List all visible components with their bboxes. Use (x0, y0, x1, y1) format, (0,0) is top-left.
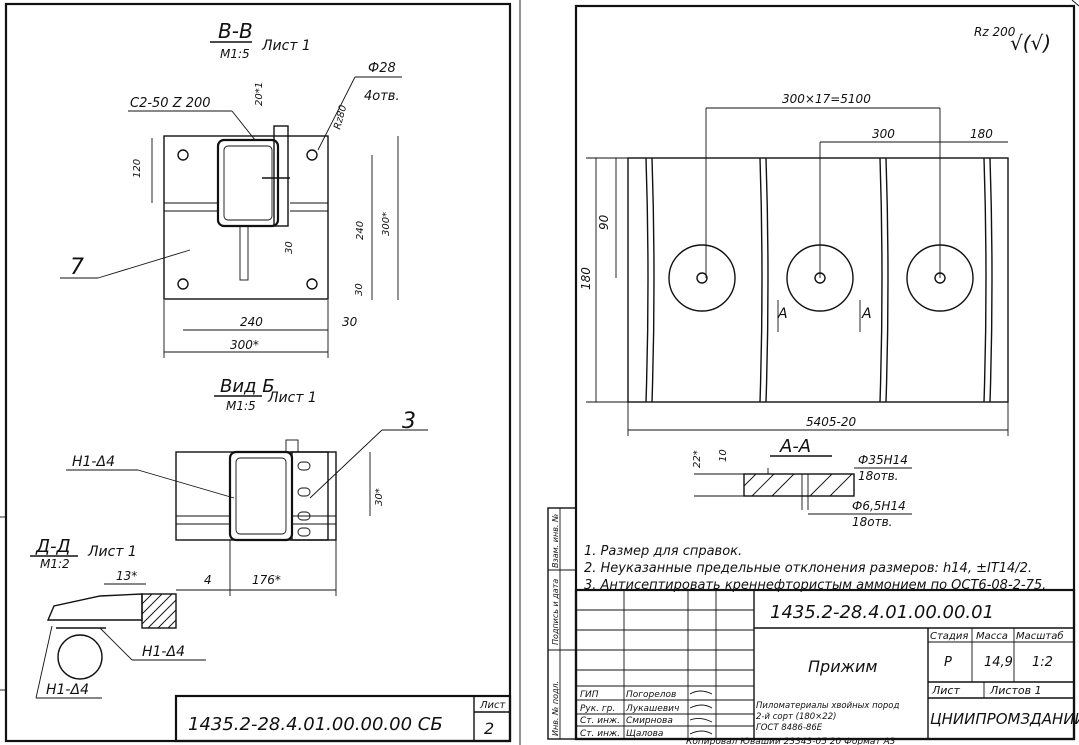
hole-dia-label: Ф28 (368, 61, 396, 76)
section-dd-scale: М1:2 (40, 557, 70, 571)
left-sheet: В-В М1:5 Лист 1 С2-50 Z 200 Ф28 4отв. Rz… (0, 2, 512, 743)
view-b-sheet-ref: Лист 1 (267, 390, 317, 406)
person-3: Смирнова (626, 716, 673, 726)
weld-label-1: Н1-Δ4 (72, 454, 115, 470)
right-sheet: Rz 200 √(√) 300×17=5100 300 180 (547, 0, 1079, 745)
scale-value: 1:2 (1032, 655, 1053, 670)
dim-30-a: 30 (284, 241, 295, 254)
weld-label-3: Н1-Δ4 (46, 682, 89, 698)
dim-300-right: 300 (872, 127, 895, 141)
dim-30-horizontal: 30 (342, 315, 358, 329)
footer-line: Копировал Ювашии 23343-05 20 Формат А3 (686, 737, 896, 745)
dim-total: 5405-20 (806, 415, 857, 429)
dim-10: 10 (718, 449, 729, 462)
material-line-1: Пиломатериалы хвойных пород (756, 701, 899, 711)
section-bb-scale: М1:5 (220, 47, 250, 61)
side-label-1: Инв. № подл. (551, 681, 560, 736)
cut-a-right: А (861, 306, 872, 322)
person-4: Щалова (626, 729, 663, 739)
signatures (689, 690, 713, 735)
hole1-dia: Ф35Н14 (858, 453, 908, 467)
col-scale-label: Масштаб (1016, 630, 1064, 642)
right-sheet-frame (574, 4, 1076, 741)
right-roughness: Rz 200 (974, 25, 1016, 39)
dim-pitch: 300×17=5100 (782, 92, 871, 106)
right-stamp (574, 588, 1076, 741)
left-stamp-code: 1435.2-28.4.01.00.00.00 СБ (188, 714, 443, 735)
view-b-scale: М1:5 (226, 399, 256, 413)
col-stage-label: Стадия (930, 631, 968, 642)
bolt-holes (177, 149, 318, 290)
left-stamp-sheet-label: Лист (479, 700, 507, 711)
right-stamp-code: 1435.2-28.4.01.00.00.01 (770, 602, 994, 623)
weld-label-2: Н1-Δ4 (142, 644, 185, 660)
hole-count-label: 4отв. (364, 89, 400, 104)
wood-block (141, 593, 177, 629)
dim-30-b: 30 (354, 283, 365, 296)
dim-22: 22* (692, 450, 703, 468)
stage-value: Р (944, 655, 952, 670)
material-line-2: 2-й сорт (180×22) (756, 712, 836, 722)
section-bb-title: В-В (218, 19, 253, 43)
side-label-2: Подпись и дата (551, 579, 560, 645)
role-4: Ст. инж. (580, 729, 620, 739)
section-dd-title: Д-Д (35, 536, 71, 557)
roughness-mark: Rz80 (332, 104, 349, 131)
section-aa-body (743, 473, 855, 497)
pressure-board (627, 157, 1009, 403)
right-stamp-name: Прижим (808, 657, 877, 676)
role-1: ГИП (580, 690, 599, 700)
person-2: Лукашевич (625, 704, 679, 714)
material-line-3: ГОСТ 8486-86Е (756, 723, 823, 733)
section-bb-sheet-ref: Лист 1 (261, 38, 311, 54)
dim-13: 13* (116, 569, 137, 583)
sheet-label: Лист (931, 684, 960, 697)
part-3-label: 3 (402, 409, 416, 434)
col-mass-label: Масса (976, 631, 1008, 642)
dim-176: 176* (252, 573, 281, 587)
view-b-title: Вид Б (220, 376, 275, 397)
org-name: ЦНИИПРОМЗДАНИЙ (930, 709, 1079, 728)
side-label-3: Взам. инв. № (551, 514, 560, 568)
dim-4: 4 (204, 573, 212, 587)
base-plate (163, 135, 329, 300)
dim-20: 20*1 (254, 82, 265, 106)
left-stamp (174, 694, 512, 743)
dim-240-vertical: 240 (355, 221, 366, 240)
hole2-dia: Ф6,5Н14 (852, 499, 906, 513)
dim-180-horizontal: 180 (970, 127, 993, 141)
dim-240-horizontal: 240 (240, 315, 263, 329)
dim-180-vertical: 180 (579, 267, 593, 290)
sheets-label: Листов 1 (989, 684, 1042, 697)
section-dd-sheet-ref: Лист 1 (87, 544, 137, 560)
note-1: 1. Размер для справок. (584, 544, 742, 559)
section-aa-title: А-А (779, 436, 811, 457)
left-stamp-sheet-num: 2 (484, 719, 494, 738)
dim-90: 90 (597, 214, 611, 230)
right-roughness-symbol: √(√) (1010, 31, 1051, 55)
dim-120: 120 (132, 159, 143, 178)
hole1-count: 18отв. (858, 469, 899, 483)
profile-label: С2-50 Z 200 (130, 96, 211, 111)
mass-value: 14,9 (984, 655, 1013, 670)
left-sheet-frame (4, 2, 512, 743)
round-bar (57, 634, 103, 680)
role-3: Ст. инж. (580, 716, 620, 726)
hole2-count: 18отв. (852, 515, 893, 529)
cut-a-left: А (777, 306, 788, 322)
dim-30-view-b: 30* (374, 488, 385, 506)
note-2: 2. Неуказанные предельные отклонения раз… (584, 561, 1032, 576)
dim-300-vertical: 300* (381, 212, 392, 236)
channel-profile (216, 138, 280, 228)
person-1: Погорелов (626, 690, 676, 700)
dim-300-horizontal: 300* (230, 338, 259, 352)
part-7-label: 7 (70, 255, 84, 280)
role-2: Рук. гр. (580, 704, 615, 714)
